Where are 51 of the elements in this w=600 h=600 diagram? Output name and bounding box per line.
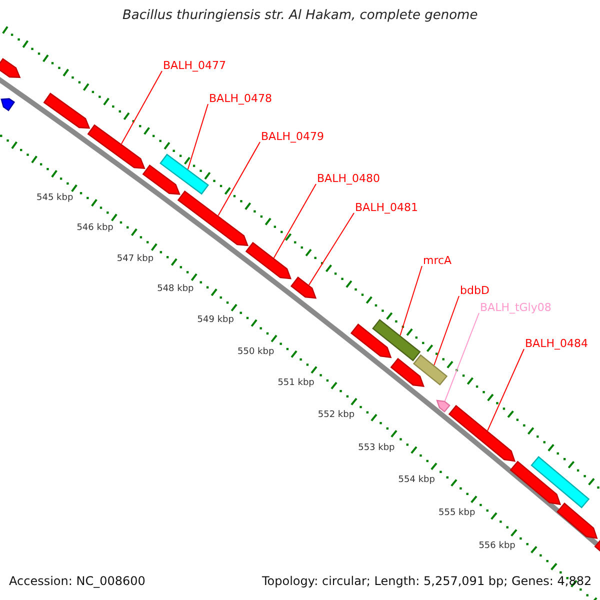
gene-block [412,354,448,386]
gene-block [372,318,421,362]
leader-line [273,184,316,258]
gene-label: BALH_0481 [355,201,418,215]
leader-line [218,142,260,216]
gene-feature [87,124,146,169]
leader-line [487,348,524,432]
gene-feature [290,276,317,299]
gene-block [160,154,210,195]
scale-label: 554 kbp [398,474,435,488]
title: Bacillus thuringiensis str. Al Hakam, complete genome [122,9,478,23]
gene-label: bdbD [460,284,490,298]
gene-feature [0,98,16,112]
gene-feature [510,460,562,506]
gene-feature [448,404,516,462]
leader-line [308,212,354,286]
scale-label: 549 kbp [197,314,234,328]
gene-feature [436,400,450,413]
leader-line [187,104,208,170]
scale-label: 555 kbp [438,507,476,520]
scale-label: 545 kbp [36,192,74,205]
gene-label: BALH_tGly08 [480,301,552,315]
scale-label: 553 kbp [358,442,395,455]
genome-stats-text: Topology: circular; Length: 5,257,091 bp; Genes: 4,882 [262,574,592,588]
gene-feature [556,502,598,539]
gene-feature [177,190,248,246]
scale-label: 548 kbp [157,283,194,296]
leader-line [434,296,460,366]
gene-feature [390,358,424,388]
gene-label: BALH_0477 [163,59,226,73]
gene-feature [0,58,21,78]
gene-label: BALH_0484 [525,337,588,351]
leader-line [120,70,162,144]
accession-text: Accession: NC_008600 [9,574,146,588]
gene-feature [43,92,90,129]
leader-line [444,312,480,402]
gene-label: mrcA [423,254,452,268]
gene-feature [350,324,392,358]
gene-label: BALH_0478 [209,92,272,106]
gene-feature [245,242,292,280]
scale-label: 556 kbp [478,540,516,554]
gene-feature [142,164,180,195]
gene-label: BALH_0479 [261,130,324,144]
scale-label: 551 kbp [278,377,314,390]
scale-label: 550 kbp [238,346,274,359]
scale-label: 547 kbp [116,252,154,266]
scale-label: 546 kbp [76,222,114,236]
gene-block [530,456,590,508]
gene-label: BALH_0480 [317,172,380,186]
leader-line [400,266,422,336]
scale-label: 552 kbp [318,409,355,422]
